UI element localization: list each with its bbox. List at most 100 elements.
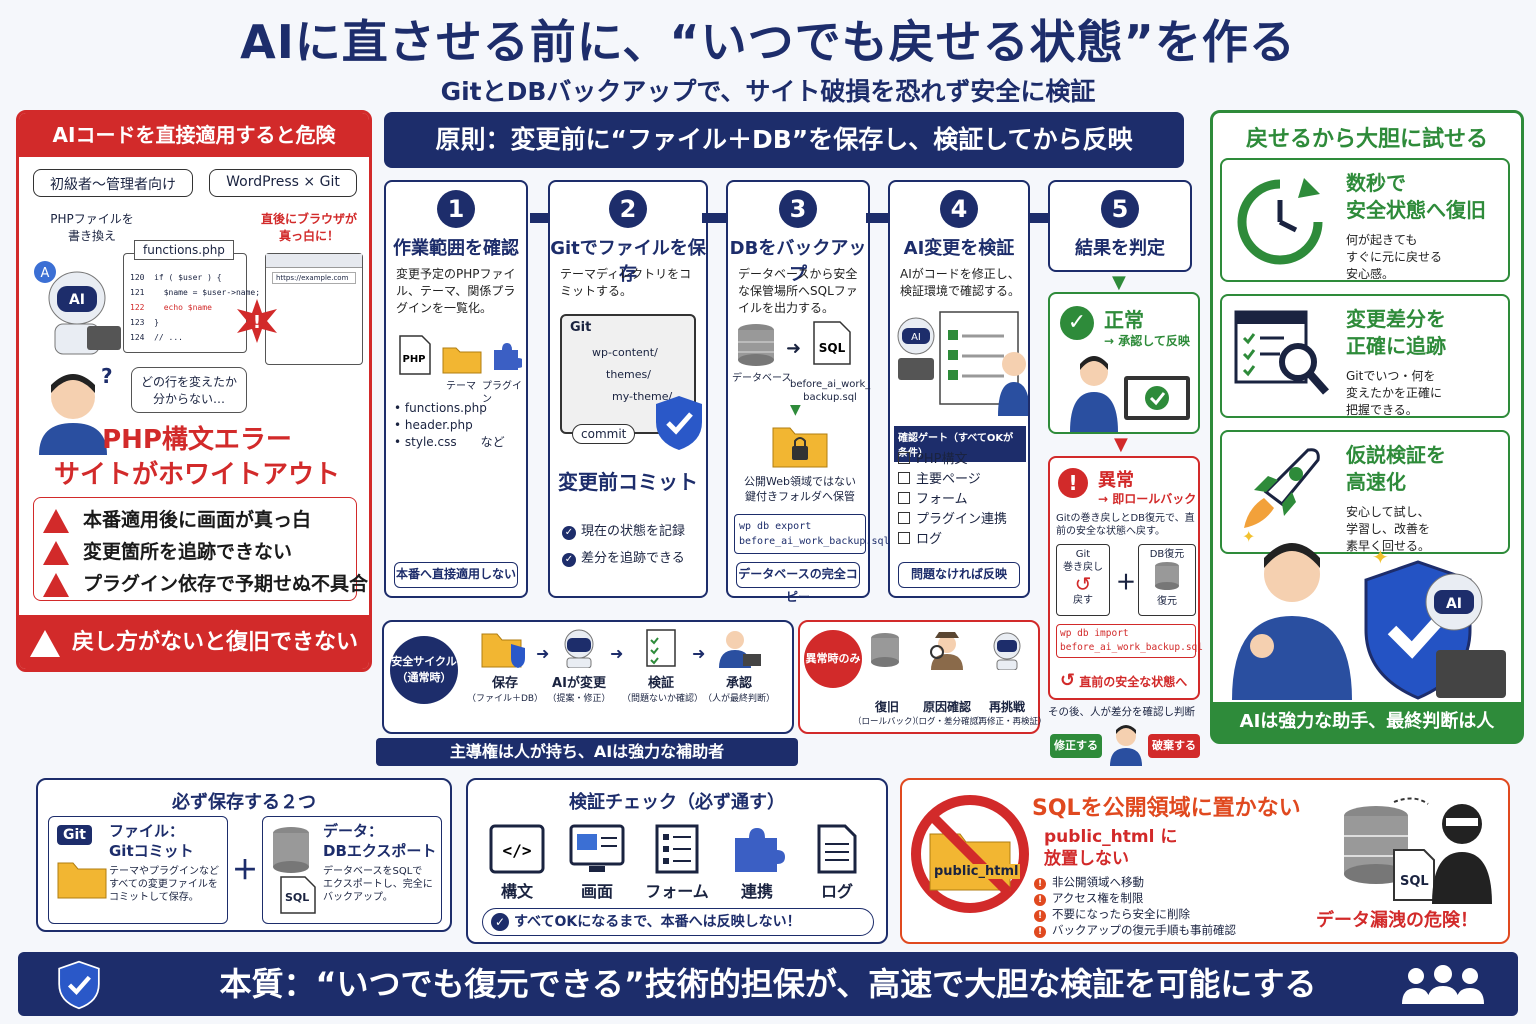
cycle-step-icon <box>466 628 544 672</box>
abnormal-cycle-step: 復旧（ロールバック） <box>850 630 924 727</box>
checkbox <box>898 452 910 464</box>
abnormal-step-icon <box>910 630 984 674</box>
benefit-title: 戻せるから大胆に試せる <box>1245 127 1488 152</box>
step-title: 結果を判定 <box>1075 238 1165 259</box>
browser-note: 直後にブラウザが 真っ白に！ <box>260 212 357 243</box>
code-line: 123 } <box>130 318 159 327</box>
checkbox <box>898 492 910 504</box>
step-3-card: 3 DBをバックアップ データベースから安全な保管場所へSQLファイルを出力する… <box>726 180 890 604</box>
sql-warning-item: !アクセス権を制限 <box>1034 890 1236 906</box>
approving-person-icon <box>1064 352 1194 436</box>
cycle-step-sub: （人が最終判断） <box>702 694 775 704</box>
warning-icon <box>29 629 60 657</box>
tree-item: my-theme/ <box>612 390 673 403</box>
danger-panel-title: AIコードを直接適用すると危険 <box>19 113 369 157</box>
benefit-card-desc: Gitでいつ・何を 変えたかを正確に 把握できる。 <box>1346 369 1443 417</box>
danger-panel: AIコードを直接適用すると危険 初級者〜管理者向け WordPress × Gi… <box>16 110 372 672</box>
verify-item-icon: </> <box>482 824 552 878</box>
step-desc: 変更予定のPHPファイル、テーマ、関係プラグインを一覧化。 <box>396 267 516 315</box>
warning-icon <box>43 572 69 597</box>
verify-item: ログ <box>802 824 872 902</box>
db-sql-icon <box>271 825 317 919</box>
abnormal-step-icon <box>970 630 1044 674</box>
abnormal-step-sub: （再修正・再検証） <box>970 717 1047 727</box>
after-judgement-note: その後、人が差分を確認し判断 <box>1048 706 1195 718</box>
code-editor: functions.php 120 if ( $user ) {121 $nam… <box>123 240 260 353</box>
sql-file-icon: SQL <box>812 320 852 370</box>
step-desc: データベースから安全な保管場所へSQLファイルを出力する。 <box>738 267 858 315</box>
step-title: 作業範囲を確認 <box>393 238 519 259</box>
warning-item: 変更箇所を追跡できない <box>43 537 292 565</box>
page-title: AIに直させる前に、“いつでも戻せる状態”を作る <box>240 15 1296 69</box>
db-import-command: wp db import before_ai_work_backup.sql <box>1056 624 1203 658</box>
code-line: 120 if ( $user ) { <box>130 273 222 282</box>
ai-verify-illustration: AI <box>894 306 1030 420</box>
benefit-card-title: 変更差分を 正確に追跡 <box>1346 307 1446 358</box>
abnormal-step-icon <box>850 630 924 674</box>
step-footer: データベースの完全コピー <box>736 562 860 604</box>
code-line: 121 $name = $user->name; <box>130 288 261 297</box>
warning-icon <box>43 508 69 533</box>
down-arrow-icon: ▼ <box>1112 272 1126 293</box>
magnifier-list-icon <box>1234 310 1332 404</box>
cycle-step-icon <box>700 628 778 672</box>
data-save-card: SQL データ： DBエクスポート データベースをSQLで エクスポートし、完全… <box>262 816 442 924</box>
check-icon: ✓ <box>562 553 576 567</box>
backup-file-name: before_ai_work_ backup.sql <box>790 379 871 403</box>
sql-warning-item: !バックアップの復元手順も事前確認 <box>1034 922 1236 938</box>
undo-icon: ↺ <box>1074 572 1092 596</box>
alert-circle-icon: ! <box>1058 468 1088 498</box>
theme-folder-icon <box>442 342 482 378</box>
checkbox <box>898 512 910 524</box>
benefit-card-title: 数秒で 安全状態へ復旧 <box>1346 171 1486 222</box>
sql-warning-item: !非公開領域へ移動 <box>1034 874 1236 890</box>
benefit-footer: AIは強力な助手、最終判断は人 <box>1212 702 1522 742</box>
arrow-right-icon: ➜ <box>536 644 550 663</box>
abnormal-step-sub: （ロールバック） <box>852 717 921 727</box>
thinking-person-icon <box>1106 722 1146 770</box>
warning-item: プラグイン依存で予期せぬ不具合 <box>43 569 368 597</box>
svg-text:PHP: PHP <box>402 354 425 365</box>
benefit-card-desc: 安心して試し、 学習し、改善を 素早く回せる。 <box>1346 505 1431 553</box>
restore-result: ↺ 直前の安全な状態へ <box>1060 670 1188 691</box>
fix-button: 修正する <box>1050 734 1102 758</box>
data-save-desc: データベースをSQLで エクスポートし、完全に バックアップ。 <box>323 866 433 903</box>
commit-checks: ✓現在の状態を記録 ✓差分を追跡できる <box>562 518 685 572</box>
step-number: 2 <box>609 190 647 228</box>
cycle-step-title: 検証 <box>647 676 674 691</box>
svg-text:AI: AI <box>69 292 85 308</box>
gate-item: PHP構文 <box>898 450 1007 470</box>
cycle-step-title: 保存 <box>491 676 518 691</box>
svg-text:✦: ✦ <box>1372 545 1389 569</box>
step-title: DBをバックアップ <box>729 238 867 285</box>
discard-button: 破棄する <box>1148 734 1200 758</box>
abnormal-badge: 異常時のみ <box>804 630 862 688</box>
verify-item-label: ログ <box>820 882 853 901</box>
plus-sign: ＋ <box>1116 570 1136 594</box>
sql-warning-panel: SQLを公開領域に置かない public_html public_html に … <box>900 778 1510 944</box>
public-html-label: public_html <box>932 864 1021 879</box>
step-number: 5 <box>1101 190 1139 228</box>
benefit-card-hypothesis: 仮説検証を 高速化 安心して試し、 学習し、改善を 素早く回せる。 <box>1220 430 1510 554</box>
db-restore-label: DB復元 <box>1149 549 1185 560</box>
plus-sign: ＋ <box>232 856 259 886</box>
code-lines: 120 if ( $user ) { 121 $name = $user->nam… <box>130 270 260 345</box>
cycle-step-sub: （提案・修正） <box>547 694 611 704</box>
error-title: PHP構文エラー サイトがホワイトアウト <box>53 425 340 490</box>
abnormal-cycle-step: 再挑戦（再修正・再検証） <box>970 630 1047 727</box>
sql-warning-title: SQLを公開領域に置かない <box>1032 796 1301 821</box>
verify-item-icon <box>642 824 712 878</box>
db-export-command: wp db export before_ai_work_backup.sql <box>734 514 890 554</box>
check-item: ✓差分を追跡できる <box>562 545 685 572</box>
ai-robot-icon: A AI <box>31 258 123 358</box>
arrow-right-icon: ➜ <box>786 338 802 359</box>
tag-audience: 初級者〜管理者向け <box>33 169 193 197</box>
git-badge: Git <box>57 825 92 845</box>
warning-item: 本番適用後に画面が真っ白 <box>43 505 311 533</box>
shield-check-icon <box>58 960 100 1010</box>
file-list-item: • header.php <box>394 418 473 432</box>
principle-banner: 原則：変更前に“ファイル＋DB”を保存し、検証してから反映 <box>384 112 1184 168</box>
back-label: 戻す <box>1073 595 1093 606</box>
verify-item-label: 構文 <box>500 882 533 901</box>
abnormal-desc: Gitの巻き戻しとDB復元で、直前の安全な状態へ戻す。 <box>1056 513 1195 537</box>
